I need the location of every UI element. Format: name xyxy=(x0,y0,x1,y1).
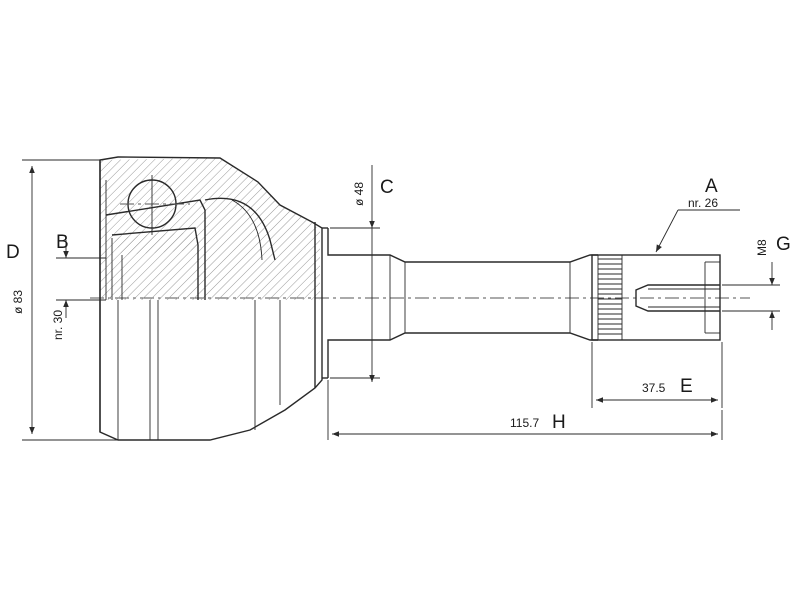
value-b: nr. 30 xyxy=(51,310,65,340)
value-g: M8 xyxy=(755,239,769,256)
joint-housing xyxy=(99,156,328,441)
dimension-h xyxy=(327,380,723,440)
value-e: 37.5 xyxy=(642,381,666,395)
dimension-b xyxy=(56,240,106,318)
dimension-e xyxy=(591,342,723,408)
label-d: D xyxy=(6,242,20,263)
value-d: ø 83 xyxy=(11,290,25,314)
label-c: C xyxy=(380,177,394,198)
label-e: E xyxy=(680,376,693,397)
shaft xyxy=(327,228,598,378)
dimension-g xyxy=(722,262,780,330)
value-a: nr. 26 xyxy=(688,196,718,210)
spline-section xyxy=(591,254,721,341)
value-h: 115.7 xyxy=(510,416,539,430)
label-g: G xyxy=(776,234,791,255)
dimension-c xyxy=(330,165,380,382)
pointer-a xyxy=(655,209,740,253)
label-b: B xyxy=(56,232,69,253)
value-c: ø 48 xyxy=(352,182,366,206)
label-a: A xyxy=(705,176,718,197)
label-h: H xyxy=(552,412,566,433)
dimension-d xyxy=(22,159,118,441)
